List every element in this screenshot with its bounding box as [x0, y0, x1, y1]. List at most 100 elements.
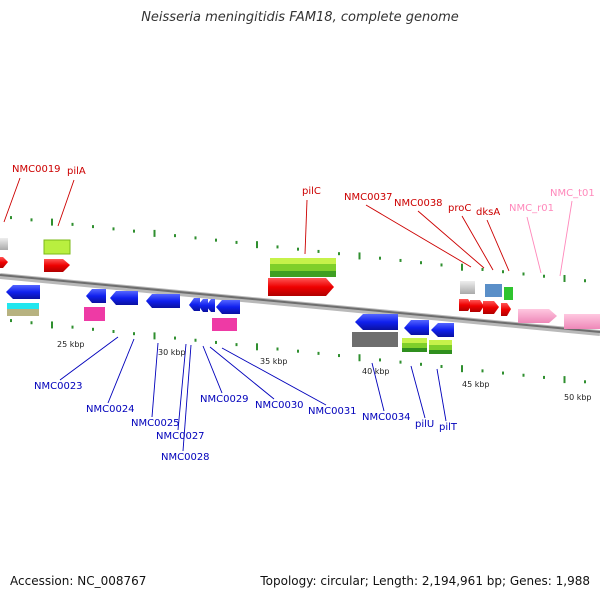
forward-gene-label-pilC[interactable]: pilC — [302, 186, 321, 197]
tick-mark — [297, 247, 299, 251]
feature-dksA-green[interactable] — [504, 287, 513, 300]
feature-NMC0037-gray[interactable] — [460, 281, 475, 294]
forward-gene-label-dksA[interactable]: dksA — [476, 207, 500, 218]
feature-NMC0034-gray[interactable] — [352, 332, 398, 347]
feature-pilT-bar3[interactable] — [429, 350, 452, 354]
forward-gene-label-proC[interactable]: proC — [448, 203, 471, 214]
feature-rev-left-blue[interactable] — [6, 285, 40, 299]
feature-dksA-arrow[interactable] — [501, 303, 511, 316]
reverse-gene-label-NMC0025[interactable]: NMC0025 — [131, 418, 180, 429]
tick-mark — [317, 249, 320, 253]
connector-pilA — [57, 179, 75, 227]
reverse-gene-label-pilT[interactable]: pilT — [439, 422, 458, 433]
scale-label: 45 kbp — [462, 380, 490, 389]
feature-rev-left-olive[interactable] — [7, 309, 39, 316]
tick-mark — [174, 336, 176, 340]
forward-gene-label-NMC0038[interactable]: NMC0038 — [394, 198, 443, 209]
feature-pilU-bar3[interactable] — [402, 348, 427, 352]
feature-NMC0023-magenta[interactable] — [84, 307, 105, 321]
feature-pilC-arrow[interactable] — [268, 278, 334, 296]
feature-pilC-bar1[interactable] — [270, 258, 336, 264]
feature-NMC_t01-arrow[interactable] — [564, 314, 600, 329]
tick-mark — [235, 343, 238, 347]
tick-mark — [543, 274, 545, 278]
feature-NMC0038-blue[interactable] — [485, 284, 502, 297]
connector-pilT — [436, 368, 447, 422]
tick-mark — [420, 261, 422, 265]
rna-gene-label-NMC_r01[interactable]: NMC_r01 — [509, 203, 554, 214]
tick-mark — [51, 218, 53, 226]
tick-mark — [276, 347, 279, 351]
reverse-gene-label-NMC0029[interactable]: NMC0029 — [200, 394, 249, 405]
tick-mark — [51, 321, 53, 329]
forward-gene-label-pilA[interactable]: pilA — [67, 166, 86, 177]
tick-mark — [112, 227, 115, 231]
feature-proC-arrow3[interactable] — [483, 301, 499, 314]
feature-pilA-arrow[interactable] — [44, 259, 70, 272]
feature-gray-left[interactable] — [0, 238, 8, 250]
reverse-gene-label-NMC0030[interactable]: NMC0030 — [255, 400, 304, 411]
feature-NMC0028-arrow[interactable] — [198, 299, 208, 312]
feature-NMC0034-arrow[interactable] — [355, 314, 398, 330]
tick-mark — [235, 240, 238, 244]
tick-mark — [379, 358, 381, 362]
feature-pilU-bar1[interactable] — [402, 338, 427, 343]
tick-mark — [256, 241, 258, 249]
feature-NMC0031-magenta[interactable] — [212, 318, 237, 331]
feature-rev-left-cyan[interactable] — [7, 303, 39, 309]
tick-mark — [153, 332, 156, 340]
forward-gene-label-NMC0019[interactable]: NMC0019 — [12, 164, 61, 175]
tick-mark — [71, 222, 74, 226]
reverse-strand-features — [6, 285, 454, 354]
feature-pilC-bar2[interactable] — [270, 264, 336, 271]
feature-pilU-arrow[interactable] — [404, 320, 429, 335]
reverse-gene-label-NMC0023[interactable]: NMC0023 — [34, 381, 83, 392]
feature-red-left[interactable] — [0, 257, 8, 268]
connector-NMC0027 — [177, 343, 187, 431]
scale-label: 40 kbp — [362, 367, 390, 376]
feature-pilT-bar2[interactable] — [429, 345, 452, 350]
reverse-gene-label-pilU[interactable]: pilU — [415, 419, 434, 430]
feature-pilU-bar2[interactable] — [402, 343, 427, 348]
tick-mark — [461, 263, 463, 271]
tick-row-forward — [10, 216, 586, 283]
feature-pilA-green[interactable] — [43, 239, 71, 255]
tick-mark — [358, 252, 361, 260]
tick-mark — [30, 321, 33, 325]
feature-NMC0029-arrow[interactable] — [206, 299, 215, 312]
connector-NMC0031 — [221, 347, 327, 406]
forward-strand-features — [0, 238, 600, 329]
genome-backbone — [0, 273, 600, 336]
reverse-gene-label-NMC0024[interactable]: NMC0024 — [86, 404, 135, 415]
connector-NMC0034 — [371, 362, 385, 412]
tick-mark — [194, 236, 197, 240]
connector-NMC0038 — [417, 210, 485, 269]
tick-mark — [112, 330, 115, 333]
tick-mark — [399, 258, 402, 262]
forward-gene-label-NMC0037[interactable]: NMC0037 — [344, 192, 393, 203]
feature-NMC0024-arrow[interactable] — [110, 291, 138, 305]
tick-mark — [481, 369, 484, 373]
feature-proC-arrow2[interactable] — [470, 300, 484, 312]
reverse-gene-label-NMC0027[interactable]: NMC0027 — [156, 431, 205, 442]
feature-pilC-bar3[interactable] — [270, 271, 336, 277]
feature-NMC0027-arrow[interactable] — [189, 298, 200, 311]
feature-NMC0023-arrow[interactable] — [86, 289, 106, 303]
feature-NMC_r01-arrow[interactable] — [518, 309, 557, 323]
tick-mark — [133, 332, 135, 336]
feature-pilT-bar1[interactable] — [429, 340, 452, 345]
feature-NMC0025-arrow[interactable] — [146, 294, 180, 308]
feature-NMC0030-arrow[interactable] — [216, 300, 240, 314]
tick-mark — [338, 252, 340, 256]
feature-proC-arrow1[interactable] — [459, 299, 472, 311]
feature-pilT-arrow[interactable] — [431, 323, 454, 337]
reverse-gene-label-NMC0034[interactable]: NMC0034 — [362, 412, 411, 423]
reverse-gene-label-NMC0028[interactable]: NMC0028 — [161, 452, 210, 463]
connector-NMC0037 — [365, 204, 472, 268]
tick-mark — [92, 225, 94, 229]
rna-gene-label-NMC_t01[interactable]: NMC_t01 — [550, 188, 595, 199]
reverse-gene-label-NMC0031[interactable]: NMC0031 — [308, 406, 357, 417]
connector-NMC_t01 — [559, 200, 573, 277]
